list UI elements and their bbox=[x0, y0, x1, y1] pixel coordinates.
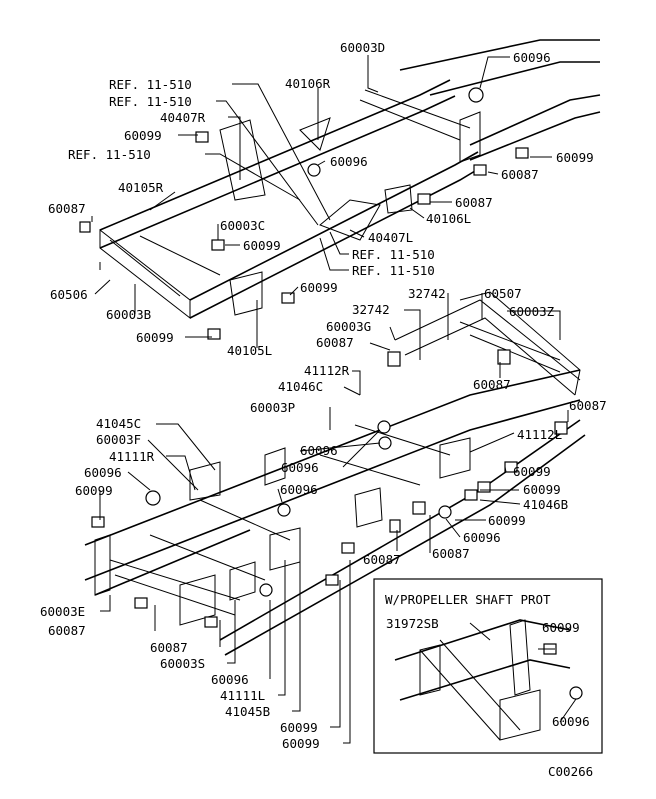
lower-frame-drawing bbox=[84, 291, 586, 656]
callout-label: 60099 bbox=[556, 150, 594, 165]
callout-label: 40106L bbox=[426, 211, 471, 226]
callout-label: 60099 bbox=[488, 513, 526, 528]
callout-label: 60099 bbox=[523, 482, 561, 497]
inset-box bbox=[373, 578, 603, 754]
callout-label: 60003F bbox=[96, 432, 141, 447]
callout-label: 60087 bbox=[569, 398, 607, 413]
callout-label: 32742 bbox=[352, 302, 390, 317]
callout-label: REF. 11-510 bbox=[109, 94, 192, 109]
callout-label: 60087 bbox=[48, 623, 86, 638]
callout-label: 60096 bbox=[513, 50, 551, 65]
callout-label: 41112L bbox=[517, 427, 562, 442]
callout-label: 60099 bbox=[75, 483, 113, 498]
callout-label: 60087 bbox=[432, 546, 470, 561]
callout-label: 40105R bbox=[118, 180, 164, 195]
callout-label: 60003P bbox=[250, 400, 295, 415]
callout-label: 60087 bbox=[150, 640, 188, 655]
callout-label: 41045B bbox=[225, 704, 270, 719]
callout-label: 60096 bbox=[280, 482, 318, 497]
callout-label: 60003G bbox=[326, 319, 371, 334]
callout-label: 60087 bbox=[48, 201, 86, 216]
callout-label: 60096 bbox=[463, 530, 501, 545]
callout-labels: 60003D 60096 REF. 11-510 40106R REF. 11-… bbox=[40, 40, 607, 779]
callout-label: 41111R bbox=[109, 449, 155, 464]
callout-label: 60096 bbox=[330, 154, 368, 169]
callout-label: 60099 bbox=[513, 464, 551, 479]
callout-label: 40407L bbox=[368, 230, 413, 245]
callout-label: 60099 bbox=[243, 238, 281, 253]
callout-label: 40407R bbox=[160, 110, 206, 125]
callout-label: 60096 bbox=[300, 443, 338, 458]
inset-label: 60099 bbox=[542, 620, 580, 635]
callout-label: 60099 bbox=[282, 736, 320, 751]
callout-label: 41046C bbox=[278, 379, 323, 394]
callout-label: 60003E bbox=[40, 604, 85, 619]
callout-label: 41111L bbox=[220, 688, 265, 703]
callout-label: 41112R bbox=[304, 363, 350, 378]
callout-label: 41046B bbox=[523, 497, 568, 512]
callout-label: 60087 bbox=[455, 195, 493, 210]
inset-label: 60096 bbox=[552, 714, 590, 729]
callout-label: 40106R bbox=[285, 76, 331, 91]
callout-label: 60087 bbox=[363, 552, 401, 567]
callout-label: 40105L bbox=[227, 343, 272, 358]
callout-label: 60096 bbox=[84, 465, 122, 480]
callout-label: REF. 11-510 bbox=[352, 263, 435, 278]
inset-label: 31972SB bbox=[386, 616, 439, 631]
leader-lines bbox=[91, 55, 577, 744]
callout-label: 60099 bbox=[124, 128, 162, 143]
callout-label: 41045C bbox=[96, 416, 141, 431]
callout-label: 60096 bbox=[281, 460, 319, 475]
callout-label: 60003S bbox=[160, 656, 205, 671]
inset-title: W/PROPELLER SHAFT PROT bbox=[385, 592, 551, 607]
callout-label: 60087 bbox=[473, 377, 511, 392]
callout-label: 32742 bbox=[408, 286, 446, 301]
callout-label: 60099 bbox=[280, 720, 318, 735]
diagram-code: C00266 bbox=[548, 764, 593, 779]
callout-label: 60096 bbox=[211, 672, 249, 687]
callout-label: 60506 bbox=[50, 287, 88, 302]
callout-label: 60099 bbox=[136, 330, 174, 345]
callout-label: REF. 11-510 bbox=[109, 77, 192, 92]
callout-label: 60003D bbox=[340, 40, 385, 55]
callout-label: 60003Z bbox=[509, 304, 555, 319]
callout-label: 60003B bbox=[106, 307, 151, 322]
callout-label: REF. 11-510 bbox=[68, 147, 151, 162]
callout-label: 60087 bbox=[316, 335, 354, 350]
callout-label: 60099 bbox=[300, 280, 338, 295]
callout-label: 60507 bbox=[484, 286, 522, 301]
upper-frame-drawing bbox=[79, 39, 601, 340]
callout-label: 60087 bbox=[501, 167, 539, 182]
callout-label: 60003C bbox=[220, 218, 265, 233]
callout-label: REF. 11-510 bbox=[352, 247, 435, 262]
